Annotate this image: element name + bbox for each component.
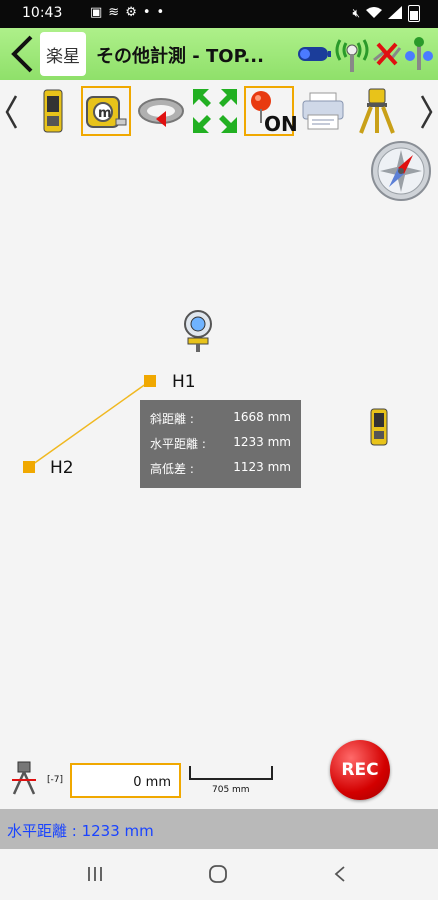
app-bar: 楽星 その他計測 - TOP...: [0, 28, 438, 80]
point-label-h1: H1: [172, 372, 196, 392]
status-bar: 10:43 ▣≋⚙•• 🔇︎: [0, 0, 438, 28]
zoom-extents-tool[interactable]: [190, 86, 240, 136]
chevron-left-icon: [11, 35, 33, 73]
connection-indicators: [296, 34, 434, 78]
compass-icon: [371, 141, 431, 201]
result-text: 水平距離 : 1233 mm: [7, 822, 154, 840]
settings-icon: ⚙: [125, 5, 143, 20]
page-title: その他計測 - TOP...: [96, 46, 264, 67]
wifi-signal-icon: [366, 6, 382, 22]
chevron-left-icon: [5, 95, 18, 129]
total-station-icon: [43, 89, 63, 133]
system-nav-bar: [0, 849, 438, 900]
battery-icon: [408, 5, 420, 22]
notification-icons: ▣≋⚙••: [90, 5, 170, 20]
compass-button[interactable]: [370, 140, 432, 202]
measurement-line: [28, 380, 151, 468]
point-label-h2: H2: [50, 458, 74, 478]
prism-target-icon: [138, 98, 184, 127]
printer-tool[interactable]: [298, 86, 348, 136]
horizontal-distance-label: 水平距離 :: [150, 437, 206, 451]
printer-icon: [302, 92, 344, 130]
point-marker-h2[interactable]: [23, 461, 35, 473]
height-difference-label: 高低差 :: [150, 462, 194, 476]
rec-button[interactable]: REC: [330, 740, 390, 800]
measuring-tape-icon: m: [86, 96, 127, 128]
disconnected-icon[interactable]: [372, 40, 402, 72]
signal-antenna-icon[interactable]: [334, 34, 370, 78]
svg-text:m: m: [98, 106, 112, 121]
horizontal-distance-value: 1233 mm: [233, 435, 291, 449]
point-marker-h1[interactable]: [144, 375, 156, 387]
wifi-icon: ≋: [108, 5, 126, 20]
home-icon: [209, 865, 227, 883]
network-status-icon[interactable]: [404, 34, 434, 78]
tripod-icon: [359, 88, 395, 134]
dots-icon: ••: [142, 5, 171, 20]
info-row-height: 高低差 : 1123 mm: [150, 460, 291, 480]
expand-arrows-icon: [193, 89, 237, 133]
toolbar-scroll-left[interactable]: [2, 92, 20, 132]
recent-apps-button[interactable]: [80, 861, 110, 887]
prism-marker: [180, 308, 216, 354]
scale-label: 705 mm: [212, 785, 250, 795]
pin-on-badge: ON: [264, 112, 298, 136]
toolbar: m ON: [0, 84, 438, 138]
prism-target-tool[interactable]: [136, 86, 186, 136]
back-button[interactable]: [4, 30, 40, 78]
measuring-tape-tool[interactable]: m: [81, 86, 131, 136]
total-station-icon: [370, 408, 388, 446]
height-difference-value: 1123 mm: [233, 460, 291, 474]
system-icons: 🔇︎: [352, 5, 420, 22]
pin-icon: [251, 91, 271, 123]
slope-distance-label: 斜距離 :: [150, 412, 194, 426]
level-stack-icon: [12, 761, 36, 795]
result-status-line: 水平距離 : 1233 mm: [0, 809, 438, 849]
back-icon: [334, 866, 345, 882]
home-button[interactable]: [203, 861, 233, 887]
stack-level-label: [-7]: [47, 775, 63, 785]
instrument-marker: [366, 407, 392, 447]
total-station-tool[interactable]: [28, 86, 78, 136]
prism-icon: [184, 310, 212, 352]
measurement-info-panel: 斜距離 : 1668 mm 水平距離 : 1233 mm 高低差 : 1123 …: [140, 400, 301, 488]
scale-bar: [189, 766, 273, 780]
info-row-horizontal: 水平距離 : 1233 mm: [150, 435, 291, 455]
cell-signal-icon: [388, 5, 402, 22]
recent-apps-icon: [88, 867, 102, 881]
tripod-tool[interactable]: [352, 86, 402, 136]
mute-icon: 🔇︎: [352, 6, 360, 20]
back-nav-button[interactable]: [325, 861, 355, 887]
chevron-right-icon: [420, 95, 433, 129]
app-logo: 楽星: [40, 32, 86, 76]
pin-on-tool[interactable]: ON: [244, 86, 298, 136]
clock: 10:43: [22, 5, 63, 21]
battery-level-icon[interactable]: [296, 40, 332, 72]
distance-input[interactable]: 0 mm: [70, 763, 181, 798]
slope-distance-value: 1668 mm: [233, 410, 291, 424]
info-row-slope: 斜距離 : 1668 mm: [150, 410, 291, 430]
stack-tool-button[interactable]: [8, 760, 40, 796]
sim-icon: ▣: [90, 5, 109, 20]
toolbar-scroll-right[interactable]: [418, 92, 436, 132]
